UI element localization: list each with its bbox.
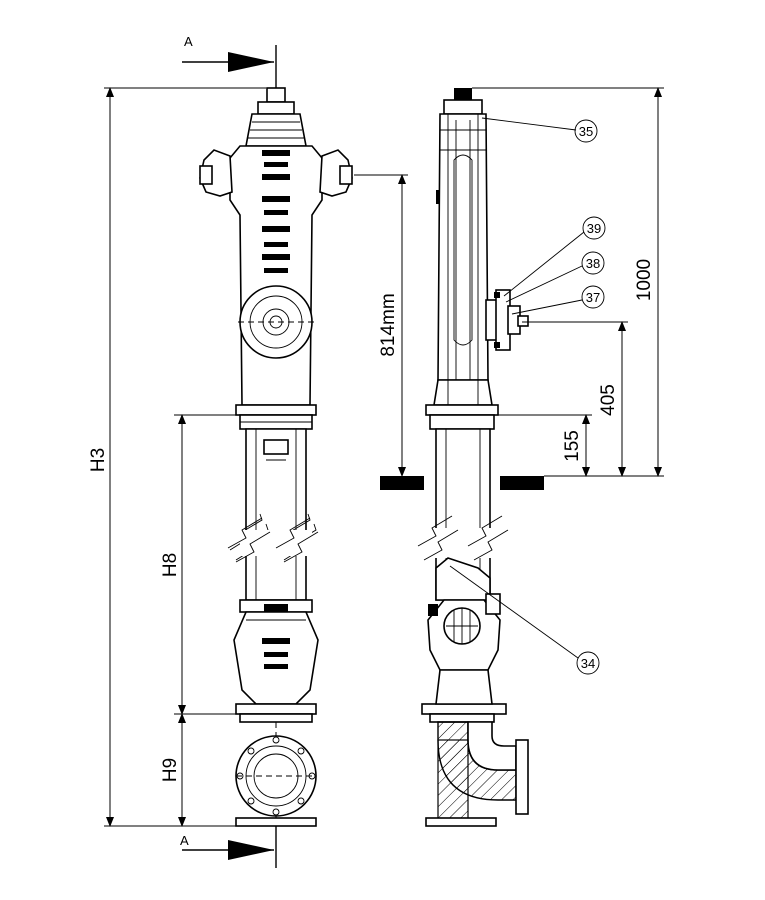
dimension-814mm: 814mm (354, 174, 408, 477)
dimension-h9: H9 (160, 713, 186, 827)
section-label-bottom: A (180, 833, 189, 848)
dimension-405-label: 405 (598, 384, 619, 416)
section-marker-bottom: A (180, 826, 277, 868)
dimension-h9-label: H9 (160, 758, 181, 782)
hydrant-front-view (199, 87, 353, 827)
dimension-155-label: 155 (562, 430, 583, 462)
section-label-top: A (184, 34, 193, 49)
callout-38: 38 (505, 251, 605, 303)
dimension-814mm-label: 814mm (378, 293, 399, 356)
dimension-1000: 1000 (472, 87, 664, 477)
dimension-h3: H3 (88, 87, 266, 827)
callout-35: 35 (481, 117, 598, 143)
dimension-1000-label: 1000 (634, 259, 655, 301)
dimension-h3-label: H3 (88, 448, 109, 472)
callout-37-label: 37 (586, 290, 600, 305)
callout-34: 34 (449, 565, 600, 675)
dimension-h8: H8 (160, 414, 240, 715)
section-marker-top: A (182, 34, 277, 90)
callout-38-label: 38 (586, 256, 600, 271)
dimension-155: 155 (498, 414, 592, 477)
callout-34-label: 34 (581, 656, 595, 671)
callout-35-label: 35 (579, 124, 593, 139)
dimension-h8-label: H8 (160, 553, 181, 577)
callout-39-label: 39 (587, 221, 601, 236)
callout-37: 37 (511, 285, 605, 315)
callout-39: 39 (503, 216, 606, 297)
hydrant-side-view (380, 88, 544, 827)
dimension-405: 405 (522, 321, 628, 477)
